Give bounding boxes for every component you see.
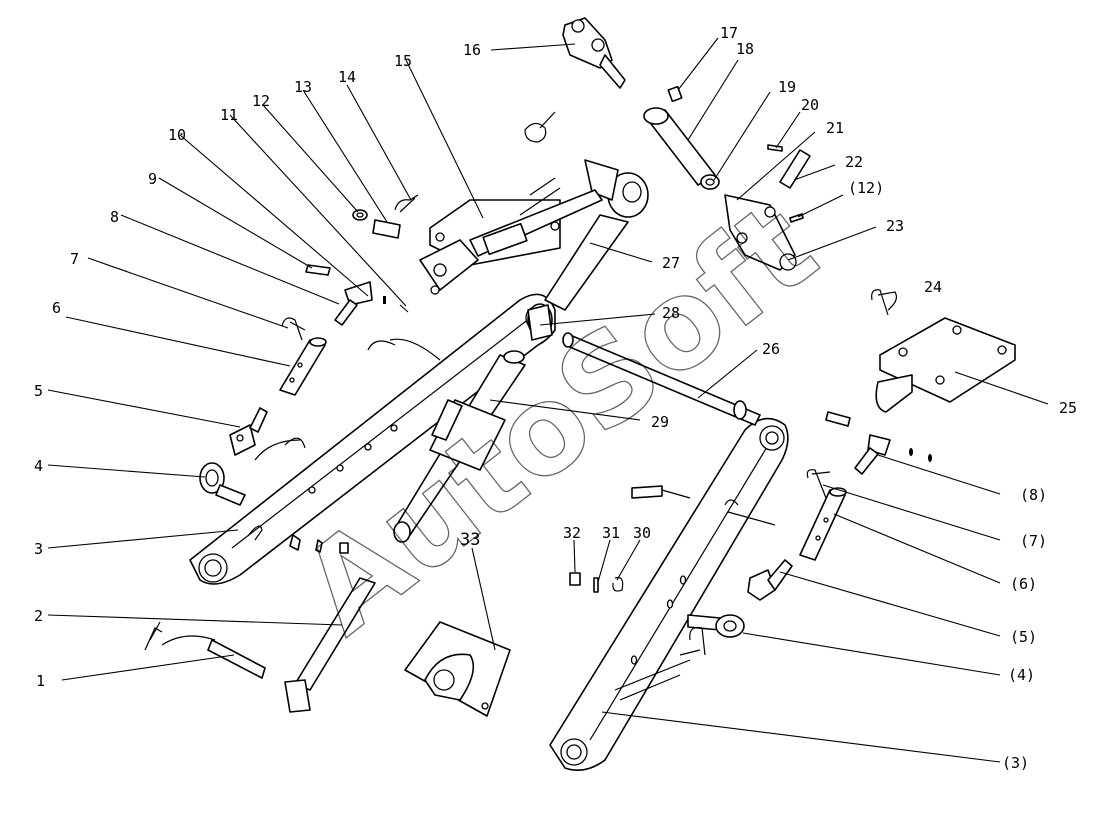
callout-4-repeat: (4) xyxy=(1008,666,1035,684)
callout-27: 27 xyxy=(662,254,680,272)
part-5-left-pin xyxy=(229,407,306,461)
callout-4: 4 xyxy=(34,457,43,475)
part-5-right-pin xyxy=(747,559,793,601)
right-lower-link xyxy=(549,417,789,771)
callout-2: 2 xyxy=(34,607,43,625)
part-4-right-ball xyxy=(614,614,745,701)
callout-11: 11 xyxy=(220,106,238,124)
part-10 xyxy=(383,296,386,304)
callouts: 1 2 3 4 5 6 7 8 9 10 11 12 13 14 15 16 1… xyxy=(34,24,1077,772)
callout-15: 15 xyxy=(394,52,412,70)
part-31 xyxy=(593,577,599,593)
callout-5: 5 xyxy=(34,382,43,400)
callout-21: 21 xyxy=(826,119,844,137)
callout-19: 19 xyxy=(778,78,796,96)
callout-25: 25 xyxy=(1059,399,1077,417)
callout-9: 9 xyxy=(148,170,157,188)
callout-23: 23 xyxy=(886,217,904,235)
part-12-washer xyxy=(352,209,368,221)
callout-30: 30 xyxy=(633,524,651,542)
callout-22: 22 xyxy=(845,153,863,171)
part-28 xyxy=(527,304,553,341)
part-16-clevis xyxy=(562,17,626,89)
callout-7: 7 xyxy=(70,250,79,268)
part-25-plate xyxy=(875,317,1016,413)
callout-20: 20 xyxy=(801,96,819,114)
callout-7-repeat: (7) xyxy=(1020,532,1047,550)
part-11 xyxy=(367,304,441,361)
callout-24: 24 xyxy=(924,278,942,296)
part-18-pin xyxy=(643,107,716,186)
callout-17: 17 xyxy=(720,24,738,42)
callout-6-repeat: (6) xyxy=(1010,575,1037,593)
callout-1: 1 xyxy=(36,672,45,690)
callout-31: 31 xyxy=(602,524,620,542)
callout-13: 13 xyxy=(294,78,312,96)
callout-28: 28 xyxy=(662,304,680,322)
callout-3-repeat: (3) xyxy=(1002,754,1029,772)
part-13-pin xyxy=(372,219,401,239)
callout-12-repeat: (12) xyxy=(848,179,884,197)
callout-16: 16 xyxy=(463,41,481,59)
part-1-pin-chain xyxy=(144,621,266,679)
callout-3: 3 xyxy=(34,540,43,558)
callout-32: 32 xyxy=(563,524,581,542)
part-20-pin xyxy=(767,144,783,152)
part-right-chain-pin xyxy=(631,485,776,526)
part-2-rod xyxy=(284,577,376,713)
callout-29: 29 xyxy=(651,413,669,431)
part-30-ring xyxy=(612,576,624,592)
part-22-pin xyxy=(779,149,811,189)
part-32 xyxy=(569,572,581,586)
part-4-left-ball xyxy=(199,462,246,506)
part-14-clip xyxy=(394,194,419,213)
callout-12: 12 xyxy=(252,92,270,110)
part-8-right-pin xyxy=(825,411,932,475)
callout-8-repeat: (8) xyxy=(1020,486,1047,504)
part-24-clip xyxy=(871,289,898,316)
callout-18: 18 xyxy=(736,40,754,58)
part-6-right-pin xyxy=(799,487,847,561)
part-21-bracket xyxy=(724,194,797,271)
part-7-left-clip xyxy=(281,317,306,341)
part-3-left-hook xyxy=(247,525,349,554)
part-33-plate xyxy=(404,621,511,717)
part-7-right-clip xyxy=(806,469,831,499)
part-6-left-pin xyxy=(279,337,327,396)
callout-26: 26 xyxy=(762,340,780,358)
callout-33: 33 xyxy=(460,530,480,550)
callout-10: 10 xyxy=(168,126,186,144)
callout-6: 6 xyxy=(52,299,61,317)
callout-14: 14 xyxy=(338,68,356,86)
callout-5-repeat: (5) xyxy=(1010,628,1037,646)
leader-lines xyxy=(47,37,1049,763)
part-8-left-pin xyxy=(334,281,373,326)
callout-8: 8 xyxy=(110,208,119,226)
cross-shaft xyxy=(562,332,761,426)
part-17 xyxy=(667,85,683,103)
top-link-15 xyxy=(419,111,603,295)
